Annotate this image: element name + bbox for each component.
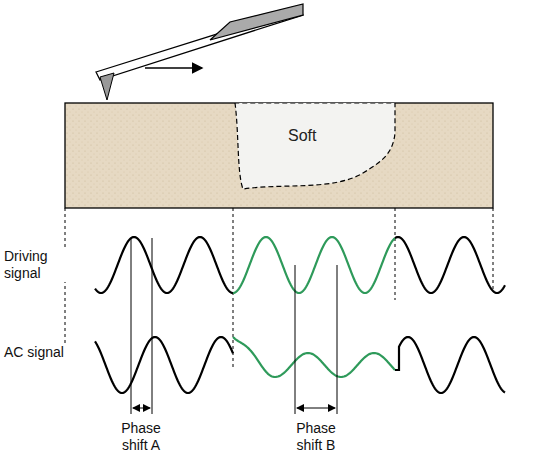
signal-wave (233, 237, 395, 293)
phase-label: Phase shift A (112, 420, 170, 454)
signal-wave (95, 237, 233, 293)
signal-wave (95, 337, 233, 393)
phase-label: Phase shift B (287, 420, 345, 454)
soft-outline (233, 103, 396, 193)
signal-name: Driving signal (4, 248, 66, 282)
phase-markers (131, 238, 337, 414)
cantilever (96, 4, 303, 100)
sample (65, 103, 493, 208)
scan-arrow (145, 67, 202, 69)
signal-wave (233, 337, 395, 377)
signal-wave (395, 337, 505, 393)
signal-name: AC signal (4, 344, 66, 361)
signal-wave (395, 237, 505, 293)
region-label: Soft (288, 127, 316, 145)
guide-lines (65, 208, 493, 370)
soft-region: Soft (233, 103, 396, 193)
waveforms (95, 237, 505, 393)
